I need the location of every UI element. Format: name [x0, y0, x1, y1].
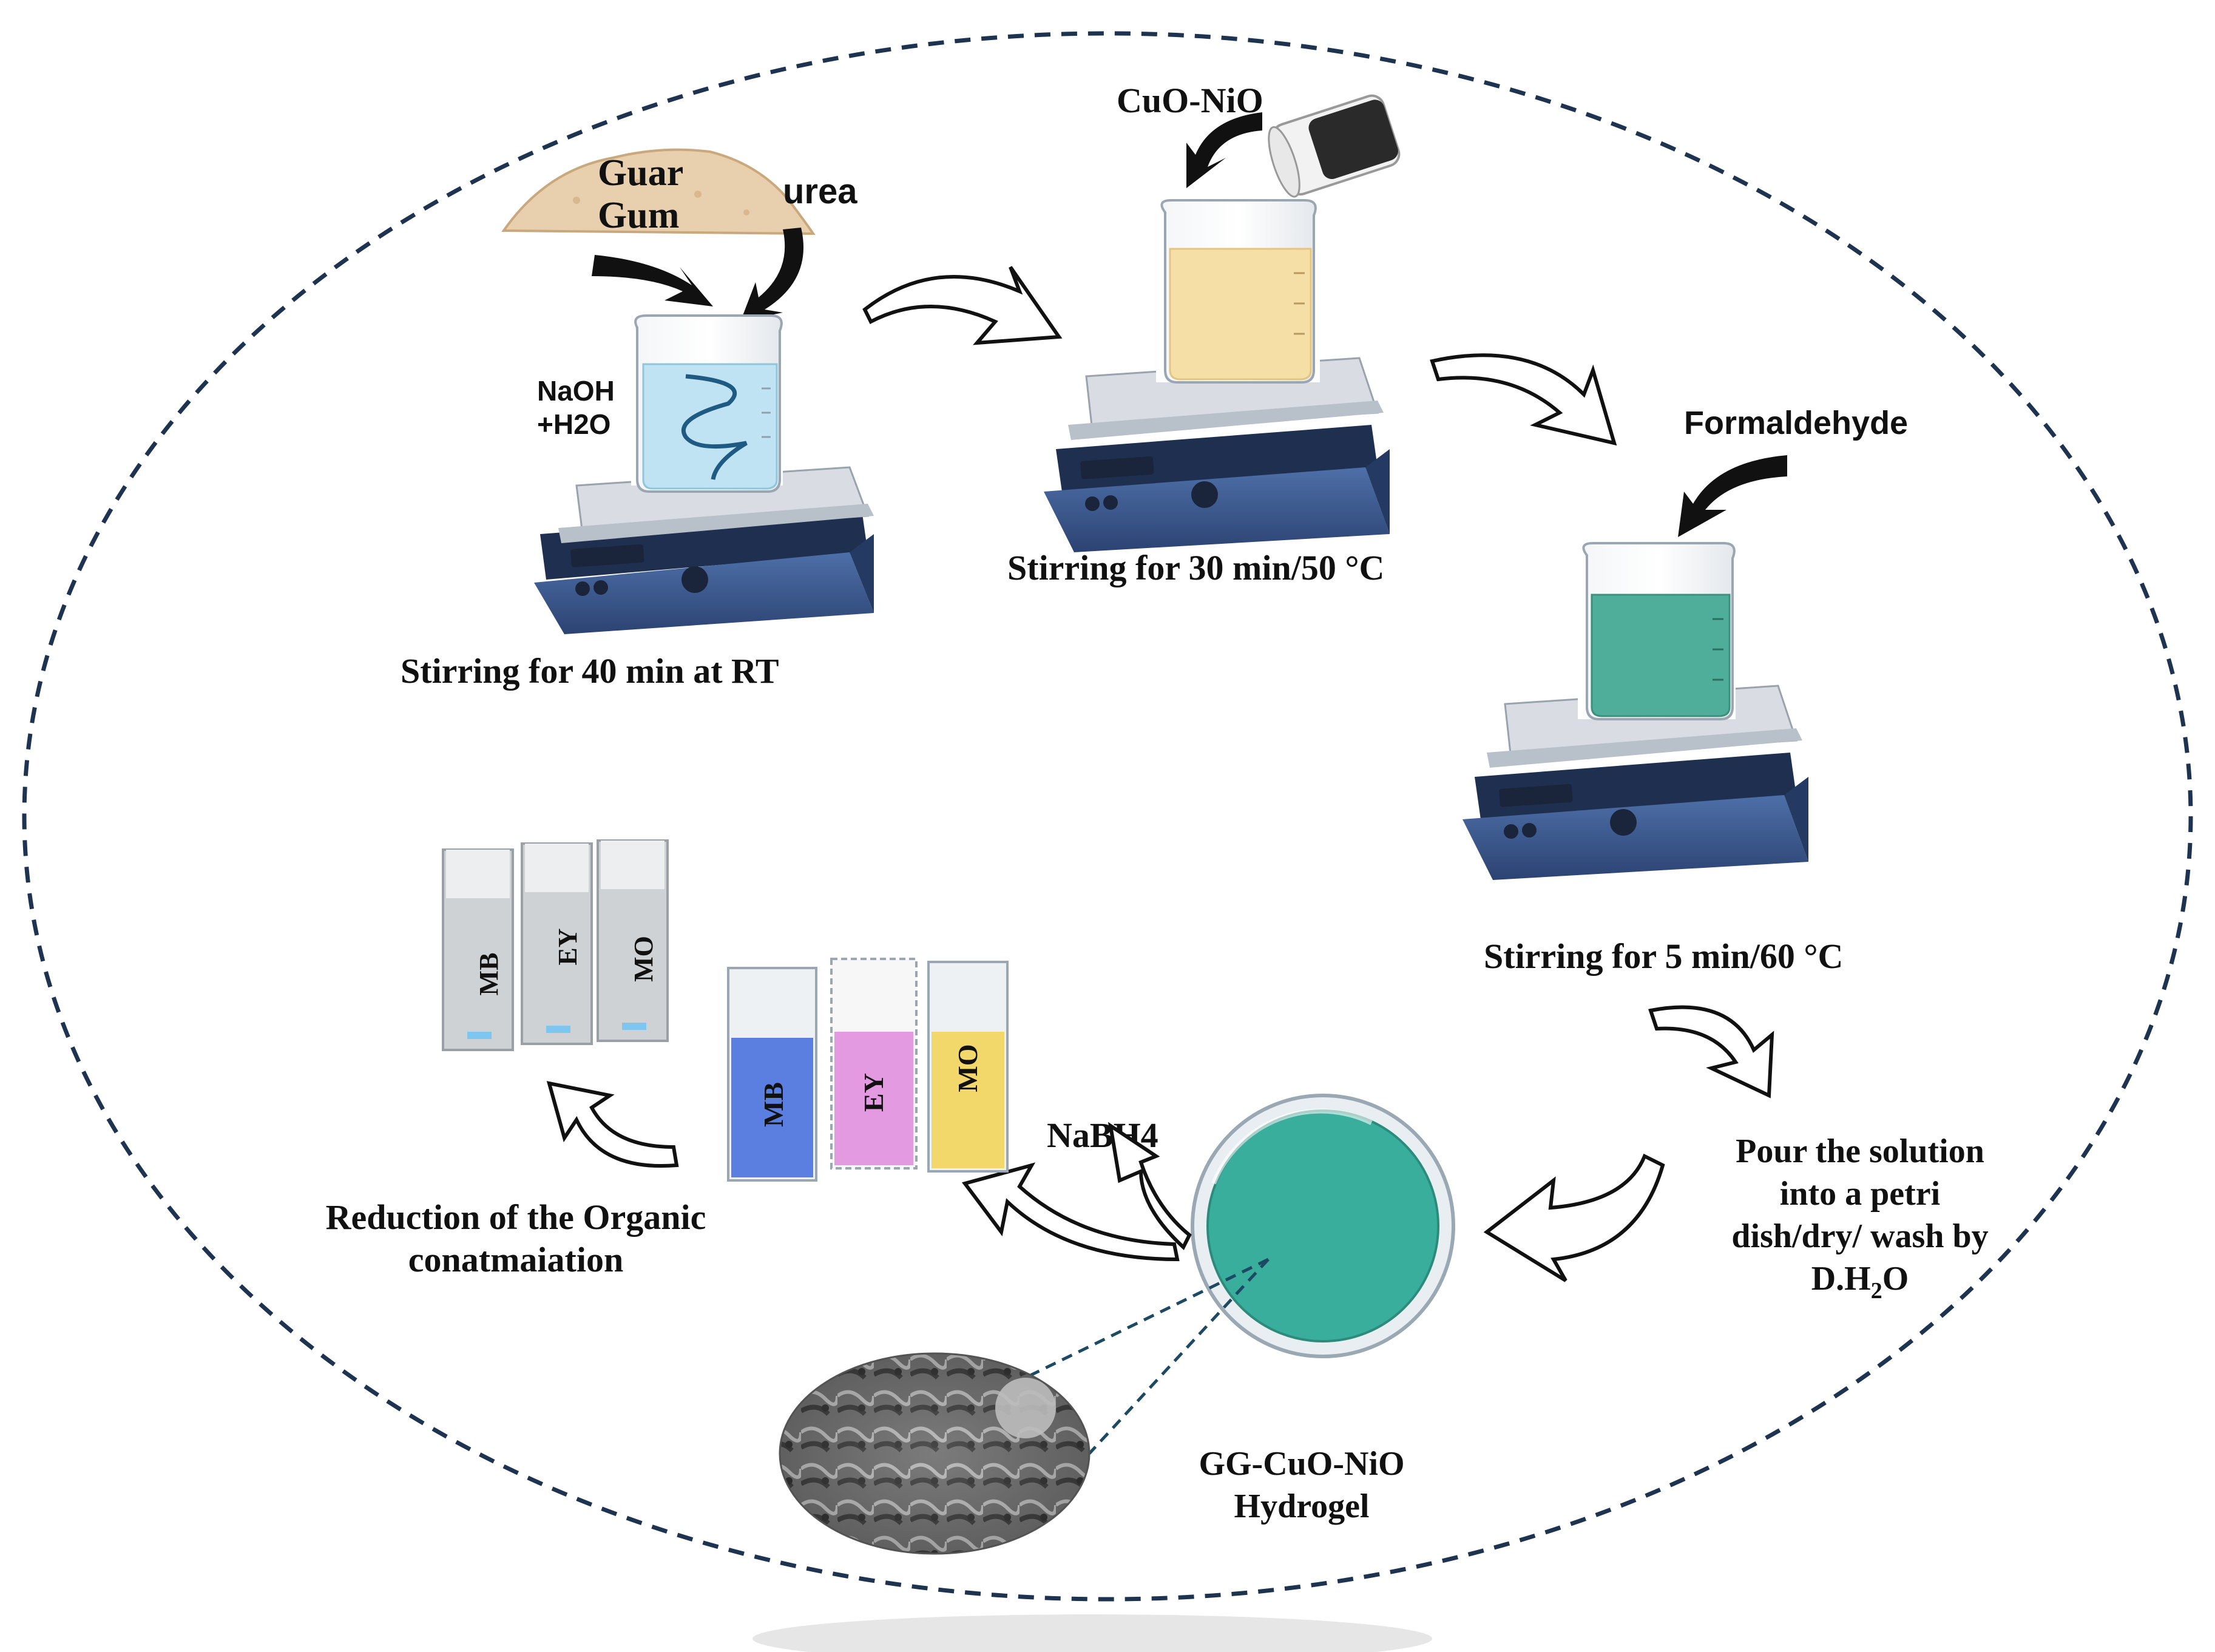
arrow-formaldehyde-icon — [1678, 455, 1787, 537]
arrow-urea-icon — [740, 228, 803, 322]
petri-dish — [1191, 1094, 1455, 1358]
step-1-label: Stirring for 40 min at RT — [401, 651, 779, 691]
sem-leader-1 — [1024, 1258, 1270, 1379]
cuvettes-before: MB EY MO — [727, 958, 1009, 1182]
cuo-nio-label: CuO-NiO — [1117, 81, 1263, 120]
hydrogel-label-2: Hydrogel — [1234, 1488, 1370, 1525]
cuvette-before-ey: EY — [830, 958, 918, 1170]
arrow-step1-to-2-icon — [862, 266, 1063, 345]
sem-image — [779, 1352, 1091, 1555]
dh2o-sub: 2 — [1871, 1278, 1882, 1304]
cuvette-after-label-mb: MB — [474, 953, 504, 996]
step-4-label-1: Pour the solution — [1736, 1132, 1984, 1170]
bottom-shadow — [752, 1614, 1432, 1652]
arrow-to-reduced-icon — [546, 1081, 679, 1168]
beaker-3 — [1578, 542, 1736, 720]
beaker-1 — [631, 314, 783, 493]
cuvette-after-ey: EY — [521, 842, 593, 1045]
naoh-label-1: NaOH — [537, 375, 615, 407]
cuvette-before-label-mb: MB — [758, 1082, 789, 1127]
arrow-petri-to-cuvettes-large-icon — [961, 1162, 1180, 1262]
reduction-label-1: Reduction of the Organic — [326, 1197, 706, 1237]
step-2-label: Stirring for 30 min/50 °C — [1007, 548, 1384, 587]
hotplate-3 — [1463, 685, 1808, 880]
reduction-label-2: conatmaiation — [408, 1240, 623, 1279]
cuvette-before-label-mo: MO — [952, 1044, 983, 1092]
guar-gum-label-2: Gum — [598, 195, 679, 236]
hotplate-2 — [1044, 357, 1390, 552]
guar-gum-label-1: Guar — [598, 152, 683, 194]
dh2o-main: D.H — [1811, 1260, 1871, 1298]
cuvette-after-label-ey: EY — [553, 928, 583, 965]
dh2o-end: O — [1882, 1260, 1909, 1298]
arrow-guar-icon — [592, 255, 713, 306]
naoh-label-2: +H2O — [537, 408, 610, 440]
cuvette-after-label-mo: MO — [629, 936, 658, 982]
cuo-nio-vial — [1268, 94, 1401, 198]
arrow-step3-to-4-icon — [1648, 1005, 1774, 1099]
arrow-to-petri-icon — [1483, 1153, 1665, 1282]
arrow-step2-to-3-icon — [1430, 353, 1617, 446]
cuvette-before-mo: MO — [927, 961, 1009, 1173]
step-4-label-3: dish/dry/ wash by — [1731, 1217, 1988, 1255]
cuvette-before-mb: MB — [727, 967, 817, 1182]
hydrogel-label-1: GG-CuO-NiO — [1199, 1445, 1404, 1483]
cuvette-after-mo: MO — [597, 839, 669, 1042]
sem-leader-2 — [1088, 1258, 1270, 1455]
beaker-2 — [1156, 199, 1320, 384]
step-4-label-4: D.H2O — [1811, 1260, 1909, 1304]
cuvette-before-label-ey: EY — [858, 1073, 889, 1112]
cuvette-after-mb: MB — [442, 848, 514, 1051]
step-3-label: Stirring for 5 min/60 °C — [1484, 936, 1843, 976]
arrow-petri-to-cuvettes-small-icon — [1108, 1122, 1192, 1250]
formaldehyde-label: Formaldehyde — [1684, 405, 1908, 441]
arrow-cuo-icon — [1186, 112, 1262, 188]
urea-label: urea — [783, 172, 857, 211]
cuvettes-after: MB EY MO — [442, 839, 669, 1051]
guar-gum-powder — [501, 148, 816, 235]
step-4-label-2: into a petri — [1780, 1175, 1940, 1213]
boundary-ellipse — [22, 31, 2193, 1602]
